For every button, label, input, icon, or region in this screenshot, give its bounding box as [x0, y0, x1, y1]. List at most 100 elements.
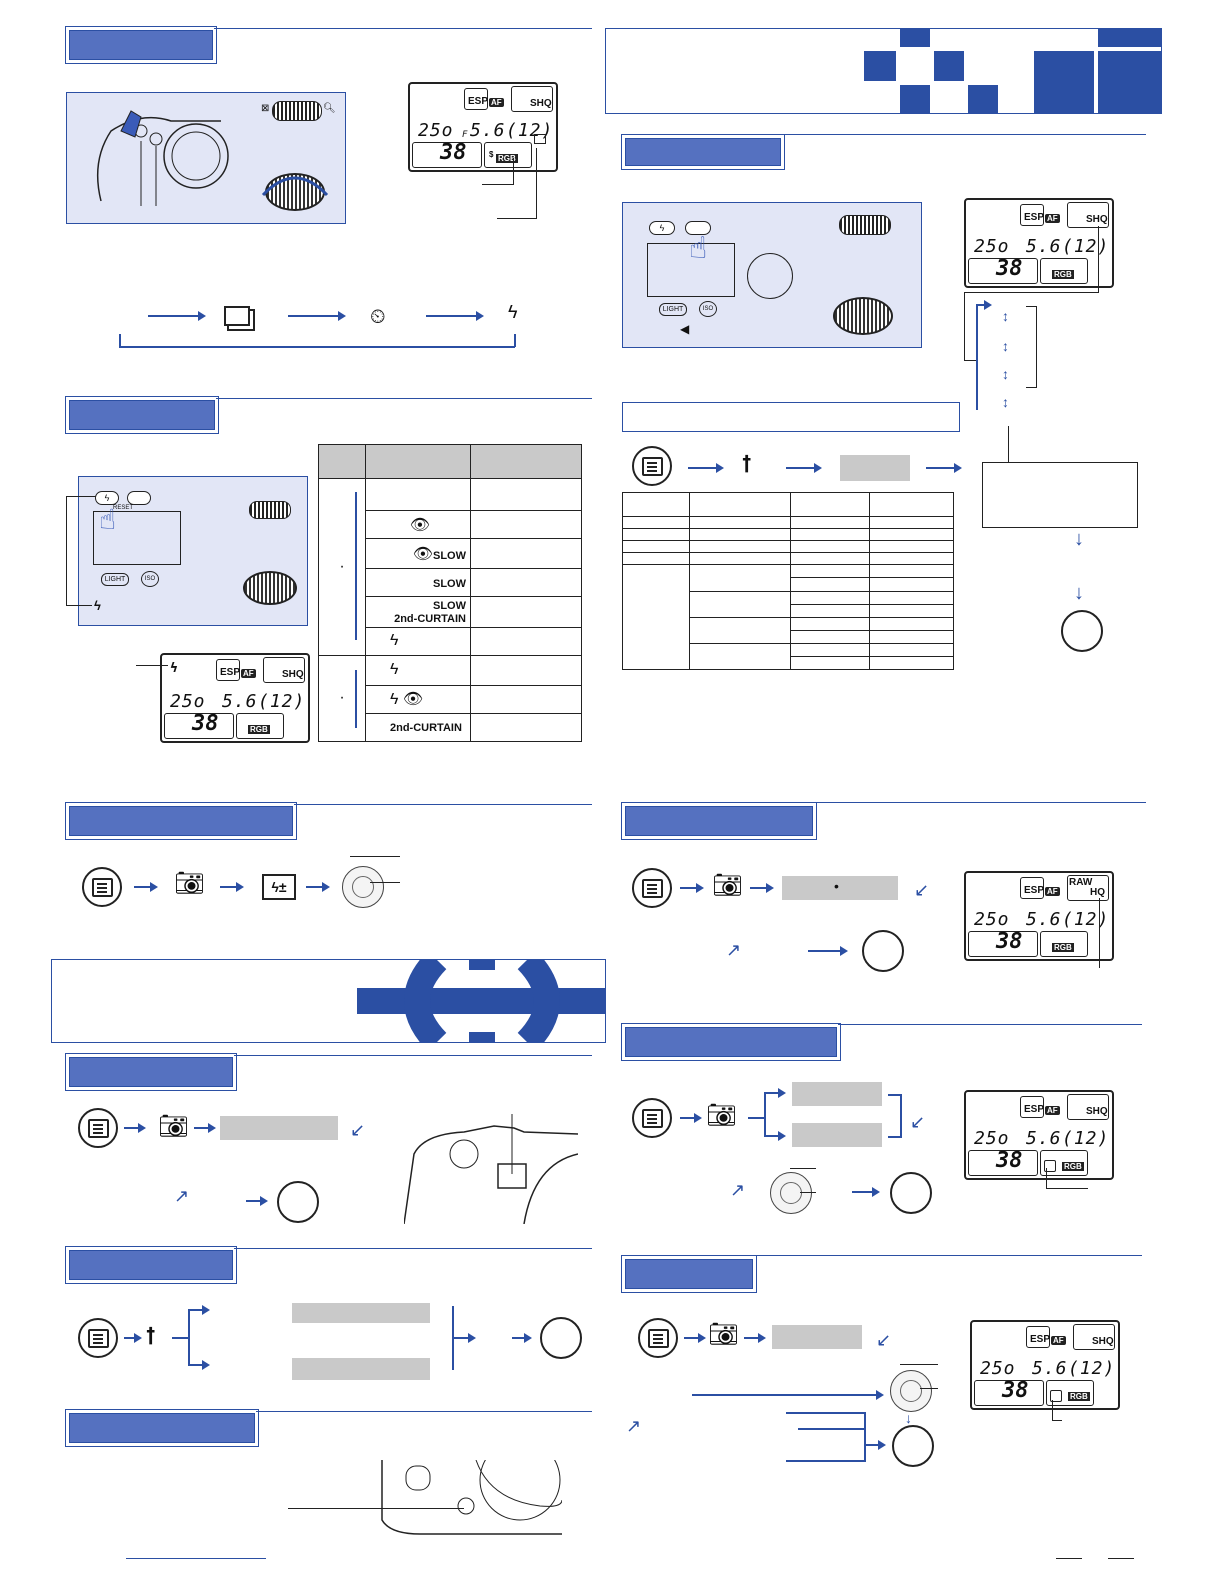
ok-button[interactable] [892, 1425, 934, 1467]
flow-arrow [680, 1113, 702, 1123]
color-prefix: $ [489, 150, 494, 159]
frames-remaining: (12) [258, 691, 306, 712]
camera-icon[interactable]: 📷︎ [174, 870, 205, 897]
flash-button[interactable]: ϟ [95, 491, 119, 505]
wrench-icon[interactable]: ꝉ [742, 452, 752, 477]
branch-line [188, 1309, 190, 1365]
menu-item-box[interactable] [840, 455, 910, 481]
wrench-icon[interactable]: ꝉ [146, 1324, 156, 1349]
cycle-arrow [288, 311, 346, 321]
section-rule [838, 1024, 1142, 1025]
callout-line [288, 1508, 464, 1509]
continuous-shooting-icon [224, 306, 250, 326]
flow-arrow [808, 946, 848, 956]
shutter-value: 25o [980, 1358, 1016, 1379]
menu-item-box[interactable] [792, 1123, 882, 1147]
quality-label: SHQ [1092, 1336, 1114, 1347]
down-arrow: ↓ [1074, 528, 1084, 550]
drive-button-panel: ⊠ 🔍︎ [66, 92, 346, 224]
zoom-wide-icon: ⊠ [261, 103, 270, 114]
info-box [982, 462, 1138, 528]
menu-item-box[interactable] [772, 1325, 862, 1349]
camera-icon[interactable]: 📷︎ [708, 1321, 739, 1348]
image-count: 38 [192, 711, 219, 736]
color-space-badge: RGB [248, 725, 270, 734]
af-badge: AF [241, 669, 256, 678]
menu-item-box[interactable] [292, 1358, 430, 1380]
callout-line [513, 158, 514, 185]
flow-arrow [188, 1305, 210, 1315]
iso-label: ISO [144, 576, 156, 582]
ok-button[interactable] [540, 1317, 582, 1359]
quality-raw-line2: HQ [1090, 887, 1105, 898]
arrow-pad-icon[interactable] [342, 866, 384, 908]
camera-icon[interactable]: 📷︎ [158, 1113, 189, 1140]
light-button[interactable]: LIGHT [659, 303, 687, 316]
arrow-pad-icon[interactable] [770, 1172, 812, 1214]
up-down-arrow: ↕ [1002, 394, 1009, 410]
return-arrow-icon: ↗ [726, 940, 742, 960]
flow-arrow [454, 1333, 476, 1343]
camera-viewfinder-illustration [404, 1114, 578, 1224]
cycle-return-line [119, 346, 515, 348]
flow-arrow [688, 463, 724, 473]
callout-line [800, 1192, 816, 1193]
flash-button[interactable]: ϟ [649, 221, 675, 235]
menu-icon[interactable] [82, 867, 122, 907]
iso-button[interactable]: ISO [141, 571, 159, 587]
menu-item-box[interactable] [782, 876, 898, 900]
menu-icon[interactable] [638, 1318, 678, 1358]
menu-item-box[interactable] [220, 1116, 338, 1140]
shutter-value: 25o [170, 691, 206, 712]
callout-line [964, 360, 976, 361]
menu-icon[interactable] [632, 868, 672, 908]
ok-button[interactable] [277, 1181, 319, 1223]
arrow-pad-icon[interactable] [890, 1370, 932, 1412]
af-badge: AF [1045, 1106, 1060, 1115]
flow-arrow [684, 1333, 706, 1343]
zoom-lever [249, 501, 291, 519]
section-rule [214, 28, 592, 29]
branch-line [172, 1337, 188, 1339]
up-down-arrow: ↕ [1002, 308, 1009, 324]
ok-button[interactable] [1061, 610, 1103, 652]
camera-icon[interactable]: 📷︎ [712, 872, 743, 899]
callout-line [136, 665, 168, 666]
hand-pointer-icon: ☝︎ [689, 232, 708, 265]
light-button[interactable]: LIGHT [101, 573, 129, 586]
callout-line [1052, 1420, 1062, 1421]
image-count: 38 [996, 256, 1023, 281]
section-rule [216, 398, 592, 399]
metering-button[interactable] [685, 221, 711, 235]
flash-compensation-icon[interactable]: ϟ± [262, 874, 296, 900]
mode-dial[interactable] [747, 253, 793, 299]
lcd-panel-contrast: ESP AF SHQ 25o 5.6 (12) 38 RGB [970, 1320, 1120, 1410]
aperture-value: 5.6 [1026, 1128, 1062, 1149]
menu-item-box[interactable] [792, 1082, 882, 1106]
camera-icon[interactable]: 📷︎ [706, 1102, 737, 1129]
callout-line [790, 1168, 816, 1169]
control-dial[interactable] [833, 297, 893, 335]
menu-icon[interactable] [78, 1108, 118, 1148]
menu-icon[interactable] [78, 1318, 118, 1358]
ok-button[interactable] [890, 1172, 932, 1214]
aperture-value: 5.6 [470, 120, 506, 141]
flow-arrow [786, 463, 822, 473]
settings-table [622, 491, 954, 671]
iso-button[interactable]: ISO [699, 301, 717, 317]
quality-label: SHQ [530, 98, 552, 109]
cycle-return-line [119, 334, 121, 347]
metering-button[interactable] [127, 491, 151, 505]
chapter-banner-graphic [357, 960, 605, 1042]
menu-icon[interactable] [632, 1098, 672, 1138]
merge-line [452, 1306, 454, 1370]
menu-icon[interactable] [632, 446, 672, 486]
chapter-banner [51, 959, 606, 1043]
menu-item-box[interactable] [292, 1303, 430, 1323]
flash-cycle-line [355, 670, 357, 728]
metering-cycle-line [976, 304, 978, 410]
control-dial[interactable] [243, 571, 297, 605]
ok-button[interactable] [862, 930, 904, 972]
shutter-value: 25o [974, 1128, 1010, 1149]
